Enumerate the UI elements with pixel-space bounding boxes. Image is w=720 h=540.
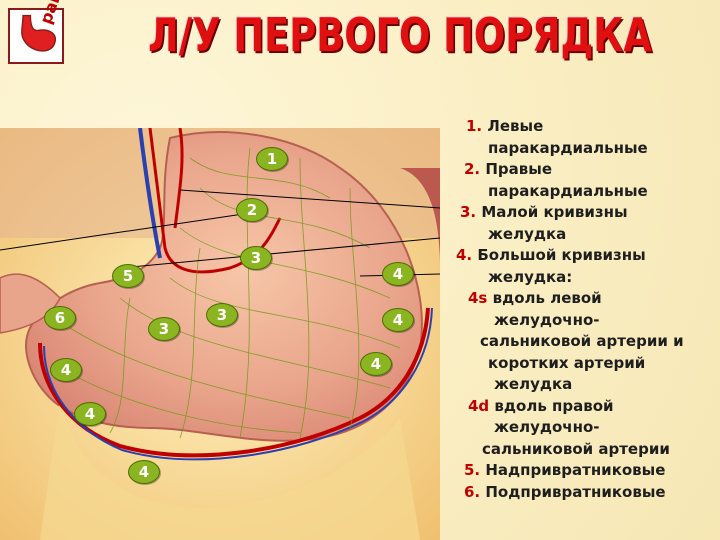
esophageal-artery <box>173 128 184 229</box>
node-label-4-left-middle: 4 <box>74 402 106 426</box>
legend-item-4s-cont-3: коротких артерий <box>488 353 646 372</box>
node-label-3-center: 3 <box>206 303 238 327</box>
node-label-6: 6 <box>44 306 76 330</box>
pointer-line-1 <box>179 189 440 209</box>
node-label-5: 5 <box>112 264 144 288</box>
node-label-4-right-upper: 4 <box>382 262 414 286</box>
legend-item-4d: 4d вдоль правой <box>468 396 614 415</box>
legend-item-2-cont: паракардиальные <box>488 181 648 200</box>
page-title: Л/У ПЕРВОГО ПОРЯДКА <box>148 8 652 62</box>
legend-item-5: 5. Надпривратниковые <box>464 461 666 479</box>
greater-omentum <box>40 398 420 540</box>
stomach-illustration <box>0 128 440 540</box>
pointer-line-2 <box>0 212 251 251</box>
node-label-3-left: 3 <box>148 317 180 341</box>
legend-item-3: 3. Малой кривизны <box>460 203 628 221</box>
node-label-4-right-lower: 4 <box>360 352 392 376</box>
legend-item-4: 4. Большой кривизны <box>456 246 646 264</box>
duodenum <box>0 273 61 334</box>
legend-item-4d-cont-1: желудочно- <box>494 418 600 436</box>
lymph-network <box>59 147 401 439</box>
stomach-drawing <box>0 128 440 540</box>
gastroepiploic-vein <box>43 307 433 461</box>
legend-item-2: 2. Правые <box>464 160 553 178</box>
legend-item-4s-cont-2: сальниковой артерии и <box>480 332 684 350</box>
legend-item-6: 6. Подпривратниковые <box>464 482 666 501</box>
legend-item-4s: 4s вдоль левой <box>468 289 602 307</box>
legend: 1. Левые паракардиальные 2. Правые парак… <box>452 116 718 503</box>
legend-item-4-cont: желудка: <box>488 267 573 286</box>
stomach-logo-icon <box>21 14 56 52</box>
node-label-1: 1 <box>256 147 288 171</box>
legend-item-4d-cont-2: сальниковой артерии <box>482 439 670 458</box>
legend-item-1: 1. Левые <box>466 117 544 135</box>
logo: рак <box>8 0 65 64</box>
legend-item-1-cont: паракардиальные <box>488 138 648 157</box>
node-label-3-upper: 3 <box>240 246 272 270</box>
left-gastric-vein <box>138 128 162 259</box>
legend-item-3-cont: желудка <box>488 224 567 243</box>
node-label-4-right-middle: 4 <box>382 308 414 332</box>
spleen <box>400 168 440 268</box>
legend-item-4s-cont-1: желудочно- <box>494 310 600 329</box>
node-label-4-left-upper: 4 <box>50 358 82 382</box>
gastroepiploic-artery <box>38 307 430 458</box>
pointer-line-3 <box>119 237 440 269</box>
legend-item-4s-cont-4: желудка <box>494 375 573 393</box>
node-label-2: 2 <box>236 198 268 222</box>
node-label-4-bottom: 4 <box>128 460 160 484</box>
